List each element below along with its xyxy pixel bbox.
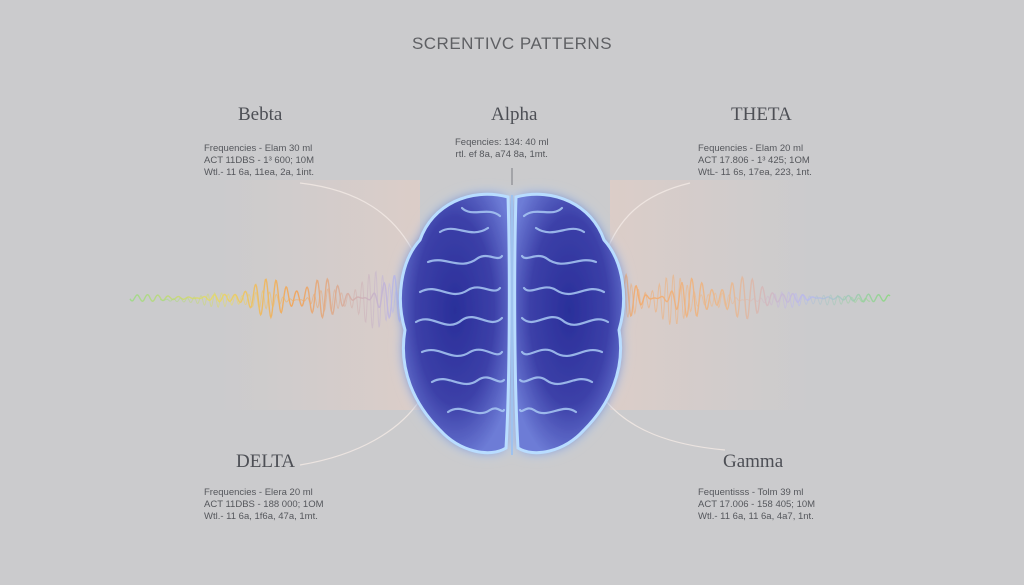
band-info-line: Wtl.- 11 6a, 11 6a, 4a7, 1nt.	[698, 511, 814, 522]
band-info-theta: Fequencies - Elam 20 ml ACT 17.806 - 1³ …	[698, 143, 812, 179]
connector-lines	[299, 182, 726, 466]
band-info-alpha: Feqencies: 134: 40 ml rtl. ef 8a, a74 8a…	[455, 137, 548, 161]
band-info-line: rtl. ef 8a, a74 8a, 1mt.	[455, 149, 548, 160]
band-label-alpha: Alpha	[491, 104, 538, 125]
band-info-delta: Frequencies - Elera 20 ml ACT 11DBS - 18…	[204, 487, 324, 523]
brainwave-left	[129, 274, 406, 323]
band-info-line: ACT 17.006 - 158 405; 10M	[698, 499, 816, 510]
brainwave-right-secondary	[624, 274, 871, 325]
band-info-line: WtL- 11 6s, 17ea, 223, 1nt.	[698, 167, 812, 178]
band-info-gamma: Fequentisss - Tolm 39 ml ACT 17.006 - 15…	[698, 487, 815, 523]
band-info-line: Frequencies - Elam 30 ml	[204, 143, 313, 154]
connector-delta	[299, 399, 421, 466]
band-info-line: Frequencies - Elera 20 ml	[204, 487, 313, 498]
band-info-line: Wtl.- 11 6a, 1f6a, 47a, 1mt.	[204, 511, 318, 522]
brainwave-left-secondary	[159, 270, 401, 329]
band-label-theta: THETA	[731, 104, 792, 125]
band-info-line: Feqencies: 134: 40 ml	[455, 137, 549, 148]
band-label-beta: Bebta	[238, 104, 283, 125]
band-info-line: ACT 11DBS - 188 000; 1OM	[204, 499, 324, 510]
band-label-gamma: Gamma	[723, 451, 784, 472]
band-info-line: Fequentisss - Tolm 39 ml	[698, 487, 804, 498]
band-label-delta: DELTA	[236, 451, 295, 472]
connector-gamma	[604, 399, 726, 451]
band-info-beta: Frequencies - Elam 30 ml ACT 11DBS - 1³ …	[204, 143, 314, 179]
connector-beta	[299, 182, 416, 256]
brain-gyri	[414, 206, 610, 415]
band-info-line: Fequencies - Elam 20 ml	[698, 143, 804, 154]
diagram-title: SCRENTIVC PATTERNS	[411, 34, 613, 53]
connector-theta	[604, 182, 691, 256]
band-info-line: ACT 11DBS - 1³ 600; 10M	[204, 155, 315, 166]
band-info-line: ACT 17.806 - 1³ 425; 1OM	[698, 155, 810, 166]
band-info-line: Wtl.- 11 6a, 11ea, 2a, 1int.	[204, 167, 315, 178]
